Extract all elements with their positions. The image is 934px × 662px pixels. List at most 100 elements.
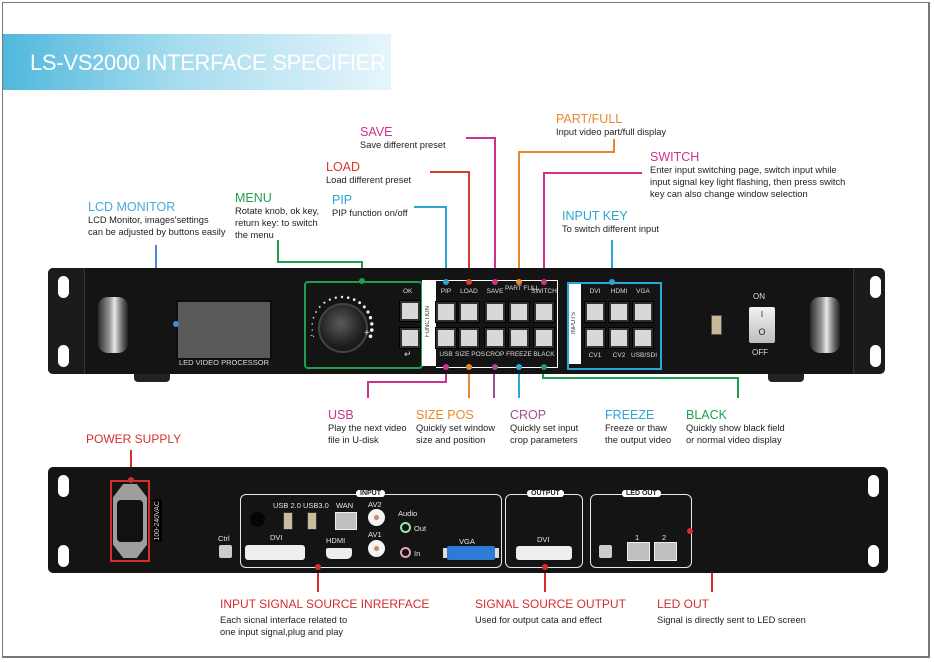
function-key-part-full[interactable] (509, 302, 529, 322)
rotate-knob[interactable] (318, 303, 368, 353)
callout-desc: Input video part/full display (556, 127, 667, 137)
audio-out-port[interactable] (400, 522, 411, 533)
ok-key[interactable] (400, 301, 420, 321)
front-foot (768, 374, 804, 382)
knob-scale-dot (358, 301, 362, 305)
function-key-pip[interactable] (436, 302, 456, 322)
audio-label: Audio (398, 509, 418, 518)
switch-off-glyph: O (758, 327, 766, 337)
wan-port[interactable] (335, 512, 357, 530)
callout-title: FREEZE (605, 408, 655, 422)
function-key-save[interactable] (485, 302, 505, 322)
net1-port[interactable] (627, 542, 650, 561)
ok-label: OK (403, 288, 413, 295)
power-inlet-socket (117, 500, 143, 542)
net2-port[interactable] (654, 542, 677, 561)
inputs-label: INPUTS (571, 312, 577, 335)
lcd-caption: LED VIDEO PROCESSOR (178, 358, 270, 367)
input-key-vga[interactable] (633, 302, 653, 322)
input-key-label: DVI (589, 288, 601, 295)
input-key-label: HDMI (610, 288, 628, 295)
input-key-hdmi[interactable] (609, 302, 629, 322)
callout-title: LCD MONITOR (88, 200, 176, 214)
callout-save: SAVE Save different preset (360, 125, 446, 151)
callout-desc: Quickly set input (510, 423, 579, 433)
function-key-size-pos[interactable] (459, 328, 479, 348)
return-key[interactable] (400, 328, 420, 348)
function-key-label: PART FULL (505, 285, 540, 292)
ctrl-label: Ctrl (218, 534, 230, 543)
mount-hole (868, 475, 879, 497)
left-handle (98, 297, 128, 353)
audio-in-port[interactable] (400, 547, 411, 558)
av1-port[interactable] (368, 540, 385, 557)
function-key-label: LOAD (460, 288, 478, 295)
callout-marker (443, 364, 449, 370)
function-key-load[interactable] (459, 302, 479, 322)
callout-desc: To switch different input (562, 224, 659, 234)
function-key-switch[interactable] (534, 302, 554, 322)
ctrl-usb-port[interactable] (219, 545, 232, 558)
callout-desc: crop parameters (510, 435, 578, 445)
function-key-label: SAVE (486, 288, 504, 295)
right-handle (810, 297, 840, 353)
function-key-freeze[interactable] (509, 328, 529, 348)
front-usb-port[interactable] (711, 315, 722, 335)
callout-marker (541, 364, 547, 370)
function-key-label: SIZE POS (455, 351, 485, 358)
knob-scale-dot (311, 323, 313, 325)
knob-scale-dot (311, 329, 313, 331)
mount-hole (58, 475, 69, 497)
input-key-dvi[interactable] (585, 302, 605, 322)
callout-desc: or normal video display (686, 435, 782, 445)
knob-plus-label: + (364, 328, 370, 339)
input-key-cv1[interactable] (585, 328, 605, 348)
callout-desc: the output video (605, 435, 672, 445)
callout-title: INPUT KEY (562, 209, 628, 223)
callout-desc: input signal key light flashing, then pr… (650, 177, 846, 187)
vga-port[interactable] (447, 546, 495, 560)
mount-hole (870, 345, 881, 367)
function-key-black[interactable] (534, 328, 554, 348)
callout-title: CROP (510, 408, 547, 422)
knob-scale-dot (368, 334, 373, 339)
knob-scale-dot (312, 316, 315, 319)
input-tag: INPUT (356, 490, 385, 497)
input-key-usb-sdi[interactable] (633, 328, 653, 348)
callout-part-full: PART/FULL Input video part/full display (556, 112, 666, 138)
callout-marker (466, 364, 472, 370)
ledout-marker (687, 528, 693, 534)
av2-port[interactable] (368, 509, 385, 526)
callout-title: LOAD (326, 160, 361, 174)
menu-marker (359, 278, 365, 284)
dvi-out-label: DVI (537, 535, 550, 544)
knob-scale-dot (370, 322, 374, 326)
function-key-usb[interactable] (436, 328, 456, 348)
callout-title: USB (328, 408, 354, 422)
function-key-label: PIP (440, 288, 452, 295)
callout-title: SWITCH (650, 150, 700, 164)
mount-hole (870, 276, 881, 298)
callout-desc: file in U-disk (328, 435, 379, 445)
mount-hole (58, 276, 69, 298)
input-key-cv2[interactable] (609, 328, 629, 348)
usb2-port[interactable] (283, 512, 293, 530)
dvi-in-port[interactable] (245, 545, 305, 560)
callout-desc: return key: to switch (235, 218, 318, 228)
hdmi-port[interactable] (326, 548, 352, 559)
line-usb (367, 368, 447, 398)
output-tag: OUTPUT (527, 490, 564, 497)
input-key-label: CV1 (588, 352, 602, 359)
usb3-port[interactable] (307, 512, 317, 530)
function-key-crop[interactable] (485, 328, 505, 348)
knob-scale-dot (323, 301, 326, 304)
dvi-out-port[interactable] (516, 546, 572, 560)
power-switch[interactable]: I O (749, 307, 775, 343)
callout-desc: Save different preset (360, 140, 446, 150)
knob-scale-dot (346, 296, 350, 299)
ledout-tag: LED OUT (622, 490, 661, 497)
callout-title: PIP (332, 193, 353, 207)
ledout-usb-port[interactable] (599, 545, 612, 558)
callout-title: MENU (235, 191, 272, 205)
line-switch (543, 172, 642, 282)
